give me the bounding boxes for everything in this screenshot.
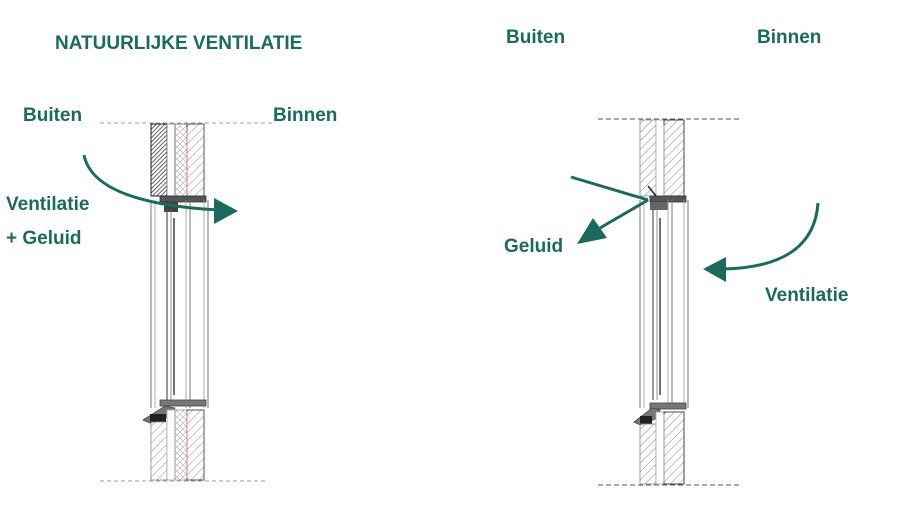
right-wall-section: [598, 118, 740, 486]
right-ventilation-arrow: [703, 202, 820, 282]
right-ventilation-label: Ventilatie: [765, 285, 849, 306]
left-sound-label: + Geluid: [6, 228, 82, 249]
left-wall-section: [100, 122, 272, 482]
left-ventilation-label: Ventilatie: [6, 194, 90, 215]
left-outside-label: Buiten: [23, 105, 83, 126]
diagram-title: NATUURLIJKE VENTILATIE: [55, 33, 303, 54]
right-inside-label: Binnen: [757, 27, 822, 48]
left-inside-label: Binnen: [273, 105, 338, 126]
right-outside-label: Buiten: [506, 27, 566, 48]
left-ventilation-arrow: [82, 154, 238, 224]
right-sound-arrow: [570, 175, 649, 244]
right-sound-label: Geluid: [504, 236, 564, 257]
